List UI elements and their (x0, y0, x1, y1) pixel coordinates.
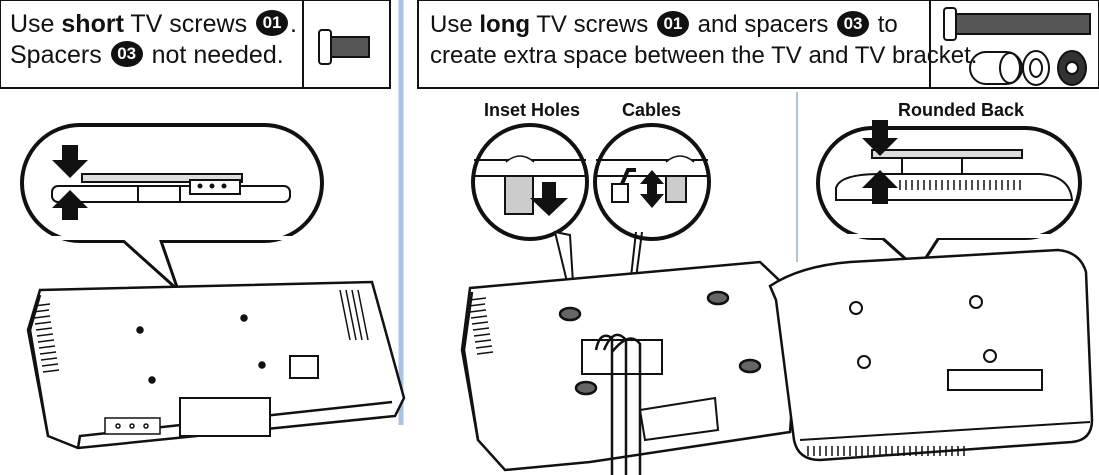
tv-cables (594, 333, 642, 475)
rounded-tv-vents (807, 446, 965, 456)
cables-double-arrow (640, 170, 664, 208)
flat-tv-back (460, 260, 802, 472)
label-rounded-back: Rounded Back (898, 100, 1025, 120)
short-emphasis: short (61, 10, 124, 38)
left-tv-ports (104, 417, 161, 435)
left-tv-back (26, 280, 406, 450)
screw-badge-01: 01 (256, 10, 289, 37)
left-gap-arrows (52, 145, 88, 220)
left-instructions-line2: Spacers 03 not needed. (10, 41, 284, 69)
rounded-back-bubble (816, 126, 1082, 273)
label-inset-holes: Inset Holes (484, 100, 581, 120)
rounded-back-arrows (862, 120, 898, 204)
right-instructions: Use long TV screws 01 and spacers 03 to … (430, 9, 977, 71)
long-emphasis: long (479, 11, 531, 38)
inset-holes-arrow (530, 182, 568, 216)
right-instructions-line2: create extra space between the TV and TV… (430, 42, 978, 69)
rounded-tv-back (768, 248, 1094, 462)
flat-tv-vents (468, 297, 494, 355)
short-screw-icon (318, 29, 370, 65)
right-instructions-line1: Use long TV screws 01 and spacers 03 to (430, 10, 898, 38)
left-tv-vents (32, 289, 369, 373)
left-zoom-bubble (20, 123, 324, 295)
inset-holes-bubble (471, 123, 589, 241)
left-instructions-line1: Use short TV screws 01. (10, 10, 297, 38)
screw-badge-01-right: 01 (656, 10, 689, 37)
spacer-badge-03: 03 (110, 41, 143, 68)
spacer-badge-03-right: 03 (837, 10, 870, 37)
long-screw-icon (943, 7, 1091, 41)
rounded-back-vent-lines (899, 180, 1021, 190)
left-instructions: Use short TV screws 01. Spacers 03 not n… (10, 9, 297, 71)
label-cables: Cables (622, 100, 682, 120)
spacers-icon (969, 50, 1087, 86)
